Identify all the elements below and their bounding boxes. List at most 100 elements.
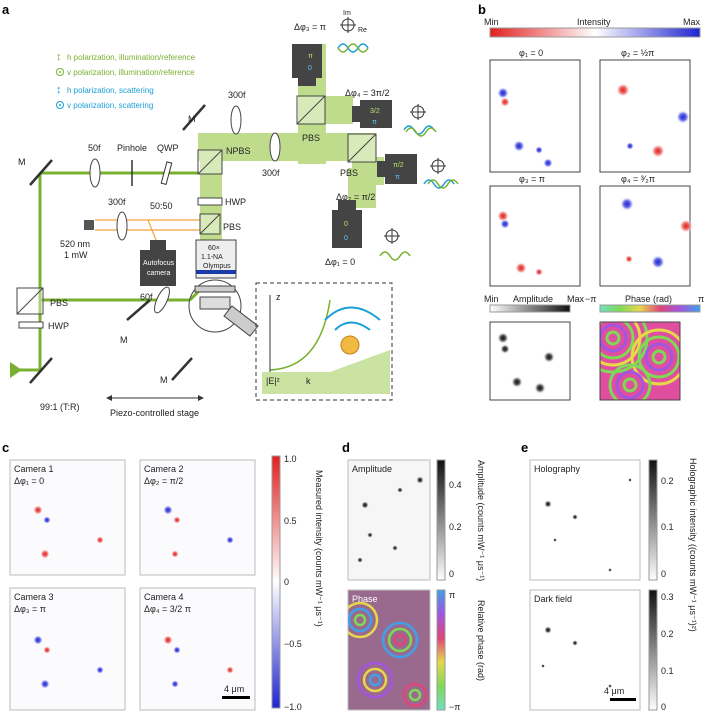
camera-spots xyxy=(33,505,234,689)
intensity-colorbar xyxy=(489,27,701,38)
c-tick-4: −1.0 xyxy=(284,702,302,712)
svg-text:0: 0 xyxy=(308,65,312,72)
e-darkfield-title: Dark field xyxy=(534,594,572,604)
inset-efield: |E|² xyxy=(266,376,280,386)
camera2-phase: Δφ₂ = π/2 xyxy=(144,476,183,486)
phi3-label: φ₃ = π xyxy=(519,174,545,184)
phase-pos: π xyxy=(698,294,704,304)
d-amp-spots xyxy=(357,476,424,563)
c-tick-1: 0.5 xyxy=(284,516,297,526)
nanoparticle xyxy=(340,335,360,355)
mirror-bottom-left xyxy=(29,357,53,384)
e-holo-tick-0: 0.2 xyxy=(661,476,674,486)
phase-image xyxy=(599,321,681,401)
svg-text:π: π xyxy=(372,119,377,126)
e-colorbar-label: Holographic intensity ((counts mW⁻¹ μs⁻¹… xyxy=(688,458,698,632)
mirror-group xyxy=(29,104,206,384)
svg-text:3/2: 3/2 xyxy=(370,108,380,115)
polarization-legend: ↕ h polarization, illumination/reference… xyxy=(56,51,196,110)
lens-300f-right: 300f xyxy=(262,168,280,178)
e-dark-spots xyxy=(541,626,612,688)
inset-z: z xyxy=(276,292,281,302)
e-holography-title: Holography xyxy=(534,464,581,474)
c-colorbar-label: Measured intensity (counts mW⁻¹ μs⁻¹) xyxy=(314,470,324,627)
camera4-title: Camera 4 xyxy=(144,592,184,602)
autofocus-path xyxy=(95,219,200,251)
npbs-label: NPBS xyxy=(226,146,251,156)
camera3-title: Camera 3 xyxy=(14,592,54,602)
camera4-image xyxy=(139,587,256,711)
svg-text:Δφ₂ = π/2: Δφ₂ = π/2 xyxy=(336,192,375,202)
amp-min: Min xyxy=(484,294,499,304)
camera-2: Δφ₂ = π/2 π/2 π xyxy=(336,154,417,202)
d-amp-colorbar-label: Amplitude (counts mW⁻¹ μs⁻¹) xyxy=(476,460,486,581)
qwp-label: QWP xyxy=(157,143,179,153)
e-dark-tick-0: 0.3 xyxy=(661,592,674,602)
phi1-label: φ₁ = 0 xyxy=(519,48,543,58)
intensity-label: Intensity xyxy=(577,17,611,27)
scale-bar-e xyxy=(610,698,636,701)
pbs-label-4: PBS xyxy=(50,298,68,308)
c-tick-2: 0 xyxy=(284,577,289,587)
intensity-min: Min xyxy=(484,17,499,27)
camera3-phase: Δφ₃ = π xyxy=(14,604,46,614)
lens-50f: 50f xyxy=(88,143,101,153)
amp-max: Max xyxy=(567,294,585,304)
lens-60f: 60f xyxy=(140,292,153,302)
d-phase-colorbar-label: Relative phase (rad) xyxy=(476,600,486,681)
splitter-5050-label: 50:50 xyxy=(150,201,173,211)
phi1-image xyxy=(489,59,581,173)
phi4-image xyxy=(599,185,691,287)
phi2-label: φ₂ = ½π xyxy=(621,48,654,58)
pinhole-label: Pinhole xyxy=(117,143,147,153)
svg-text:π: π xyxy=(395,174,400,181)
phase-map: Phase xyxy=(347,589,431,711)
panel-label-d: d xyxy=(342,440,350,455)
lens-300f-left: 300f xyxy=(108,197,126,207)
objective-brand: Olympus xyxy=(203,263,231,270)
amplitude-spots xyxy=(497,332,555,394)
svg-text:0: 0 xyxy=(344,235,348,242)
legend-h-scatter: h polarization, scattering xyxy=(67,86,154,95)
beamsplitter-group xyxy=(16,95,377,315)
e-holo-tick-2: 0 xyxy=(661,569,666,579)
panel-b: Min Intensity Max φ₁ = 0 φ₂ = ½π φ₃ = π … xyxy=(484,17,704,401)
inset-k: k xyxy=(306,376,311,386)
camera2-title: Camera 2 xyxy=(144,464,184,474)
scale-bar-e-label: 4 μm xyxy=(604,686,624,696)
d-amp-tick-1: 0.2 xyxy=(449,522,462,532)
pbs-label-1: PBS xyxy=(302,133,320,143)
e-dark-colorbar xyxy=(648,589,658,711)
stage-label: Piezo-controlled stage xyxy=(110,408,199,418)
amp-label: Amplitude xyxy=(513,294,553,304)
splitter-99-1: 99:1 (T:R) xyxy=(40,402,80,412)
phase-label: Phase (rad) xyxy=(625,294,672,304)
camera3-image xyxy=(9,587,126,711)
mirror-top xyxy=(182,104,206,131)
phasor-waves xyxy=(337,43,459,261)
phi3-image xyxy=(489,185,581,287)
mirror-label-3: M xyxy=(120,335,128,345)
camera1-phase: Δφ₁ = 0 xyxy=(14,476,44,486)
laser-source xyxy=(84,220,94,230)
camera1-image xyxy=(9,459,126,576)
e-holo-tick-1: 0.1 xyxy=(661,522,674,532)
svg-text:Δφ₄ = 3π/2: Δφ₄ = 3π/2 xyxy=(345,88,390,98)
svg-text:0: 0 xyxy=(344,221,348,228)
pbs-label-3: PBS xyxy=(223,222,241,232)
e-dark-tick-2: 0.1 xyxy=(661,666,674,676)
camera-1: Δφ₁ = 0 0 0 xyxy=(325,200,362,267)
objective-mag: 60× xyxy=(208,245,220,252)
c-tick-3: −0.5 xyxy=(284,639,302,649)
phasor-icons xyxy=(340,17,446,244)
holography-map xyxy=(529,459,641,581)
phi4-spots xyxy=(620,197,693,269)
e-holo-colorbar xyxy=(648,459,658,581)
panel-e: Holography Dark field 4 μm 0.2 0.1 0 Hol… xyxy=(529,458,698,712)
objective-na: 1.1-NA xyxy=(201,254,223,261)
camera-4: Δφ₄ = 3π/2 3/2 π xyxy=(345,88,392,128)
d-amp-colorbar xyxy=(436,459,446,581)
panel-label-a: a xyxy=(2,2,10,17)
camera2-image xyxy=(139,459,256,576)
